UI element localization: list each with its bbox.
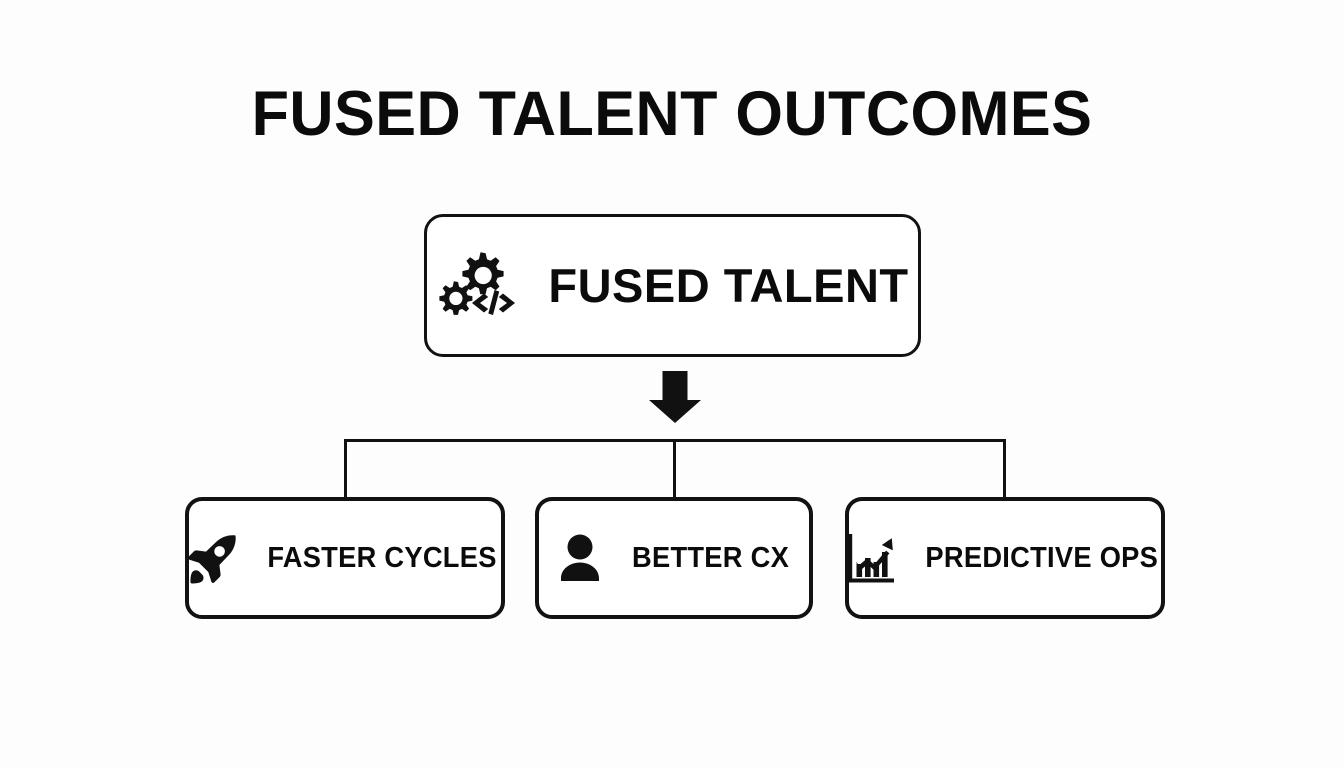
outcome-content: FASTER CYCLES <box>186 531 504 585</box>
down-arrow-icon <box>647 369 703 425</box>
rocket-icon <box>186 531 240 585</box>
outcome-label: FASTER CYCLES <box>267 541 497 574</box>
person-icon <box>553 531 607 585</box>
gears-code-icon <box>436 250 522 322</box>
outcome-row: FASTER CYCLES BETTER CX <box>0 497 1344 619</box>
outcome-node-better-cx[interactable]: BETTER CX <box>535 497 813 619</box>
root-node-label: FUSED TALENT <box>548 259 909 312</box>
outcome-label: BETTER CX <box>632 541 790 574</box>
page-title: FUSED TALENT OUTCOMES <box>251 79 1093 149</box>
root-node-content: FUSED TALENT <box>436 250 908 322</box>
outcome-content: BETTER CX <box>553 531 794 585</box>
outcome-label: PREDICTIVE OPS <box>925 541 1159 574</box>
outcome-content: PREDICTIVE OPS <box>844 531 1166 585</box>
connector-drop-right <box>1003 439 1006 498</box>
outcome-node-faster-cycles[interactable]: FASTER CYCLES <box>185 497 505 619</box>
bar-chart-up-icon <box>844 531 898 585</box>
outcome-node-predictive-ops[interactable]: PREDICTIVE OPS <box>845 497 1165 619</box>
connector-drop-center <box>673 439 676 498</box>
connector-drop-left <box>344 439 347 498</box>
root-node-fused-talent[interactable]: FUSED TALENT <box>424 214 921 357</box>
